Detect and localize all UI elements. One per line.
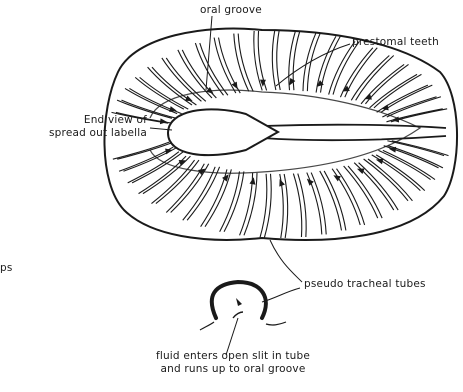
oral-groove-channel [262,125,446,140]
tube-line [260,174,267,238]
tube-line [277,30,281,90]
tube-line [119,147,173,171]
label-pseudo-tracheal-tubes: pseudo tracheal tubes [304,278,426,291]
fluid-arrowhead [236,298,242,306]
fluid-flow-tail [200,322,214,330]
flow-arrowhead [357,168,365,174]
label-edge-fragment: ps [0,262,13,275]
leader-pseudo-tracheal-section [262,288,300,302]
tube-line [333,41,359,94]
label-end-view-line2: spread out labella [0,127,147,140]
label-fluid: fluid enters open slit in tube and runs … [120,350,346,376]
pseudo-tracheal-tube-strokes [112,30,449,238]
leader-oral-groove [206,16,212,90]
fluid-flow-tail-right [266,322,286,325]
label-end-view-line1: End view of [0,114,147,127]
tube-line [272,30,276,90]
tube-line [264,174,271,238]
flow-arrowhead [307,179,314,186]
tube-line [344,166,378,218]
oral-groove-opening [168,109,278,155]
tube-line [336,169,364,225]
tube-line [365,64,408,103]
leader-pseudo-tracheal [270,240,302,282]
label-fluid-line1: fluid enters open slit in tube [120,350,346,363]
tube-line [387,97,441,117]
labella-outline [104,29,457,240]
tube-line [368,159,412,201]
flow-arrowhead [381,104,388,110]
label-prestomal-teeth: prestomal teeth [352,36,439,49]
tube-line [376,155,425,191]
label-fluid-line2: and runs up to oral groove [120,363,346,376]
flow-arrowhead [376,158,384,164]
fluid-flow-mark [233,312,243,318]
leader-prestomal-teeth [276,44,350,86]
tube-line [238,34,253,92]
label-end-view: End view of spread out labella [0,114,147,140]
tube-line [187,167,219,220]
tube-line [113,142,169,159]
tube-line [378,150,430,179]
label-oral-groove: oral groove [200,4,262,17]
flow-arrowhead [179,160,187,166]
flow-arrowhead [165,148,172,154]
flow-arrowhead [279,179,285,187]
tube-line [329,41,355,94]
tube-line [324,171,346,230]
tube-line [284,174,288,238]
flow-arrowhead [289,78,295,86]
